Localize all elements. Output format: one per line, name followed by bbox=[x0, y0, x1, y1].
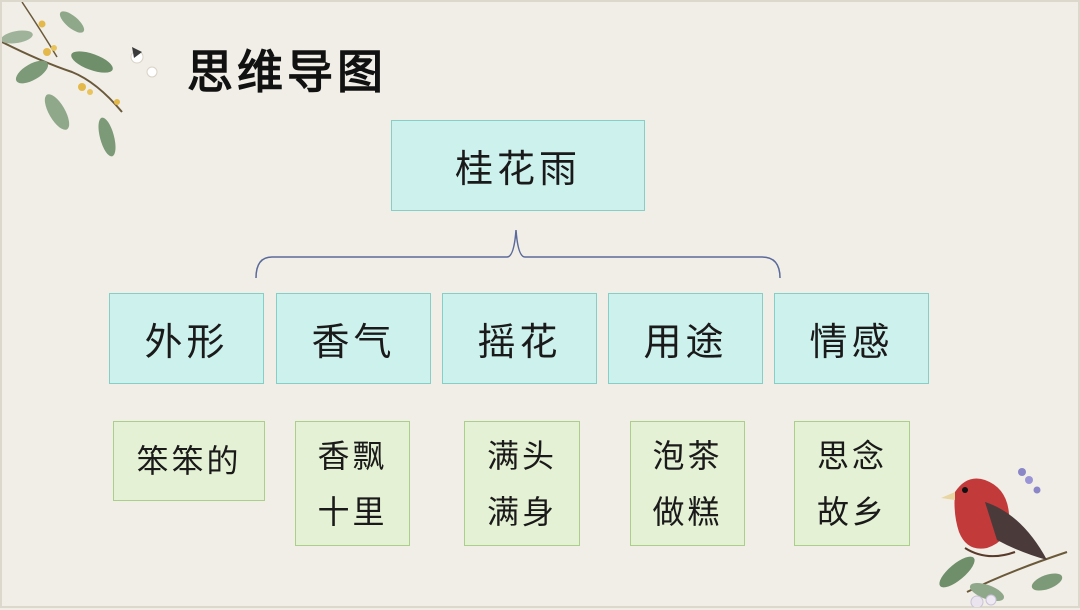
page-title: 思维导图 bbox=[187, 45, 387, 99]
category-node-usage: 用途 bbox=[608, 293, 763, 384]
detail-node-emotion: 思念 故乡 bbox=[794, 421, 910, 546]
category-node-shaking: 摇花 bbox=[442, 293, 597, 384]
category-node-fragrance: 香气 bbox=[276, 293, 431, 384]
root-node: 桂花雨 bbox=[391, 120, 645, 211]
detail-node-usage: 泡茶 做糕 bbox=[630, 421, 745, 546]
detail-node-shaking: 满头 满身 bbox=[464, 421, 580, 546]
osmanthus-branch-icon bbox=[2, 2, 158, 157]
detail-node-fragrance: 香飘 十里 bbox=[295, 421, 410, 546]
detail-node-appearance: 笨笨的 bbox=[113, 421, 265, 501]
red-bird-icon bbox=[939, 468, 1068, 607]
category-node-emotion: 情感 bbox=[774, 293, 929, 384]
category-node-appearance: 外形 bbox=[109, 293, 264, 384]
